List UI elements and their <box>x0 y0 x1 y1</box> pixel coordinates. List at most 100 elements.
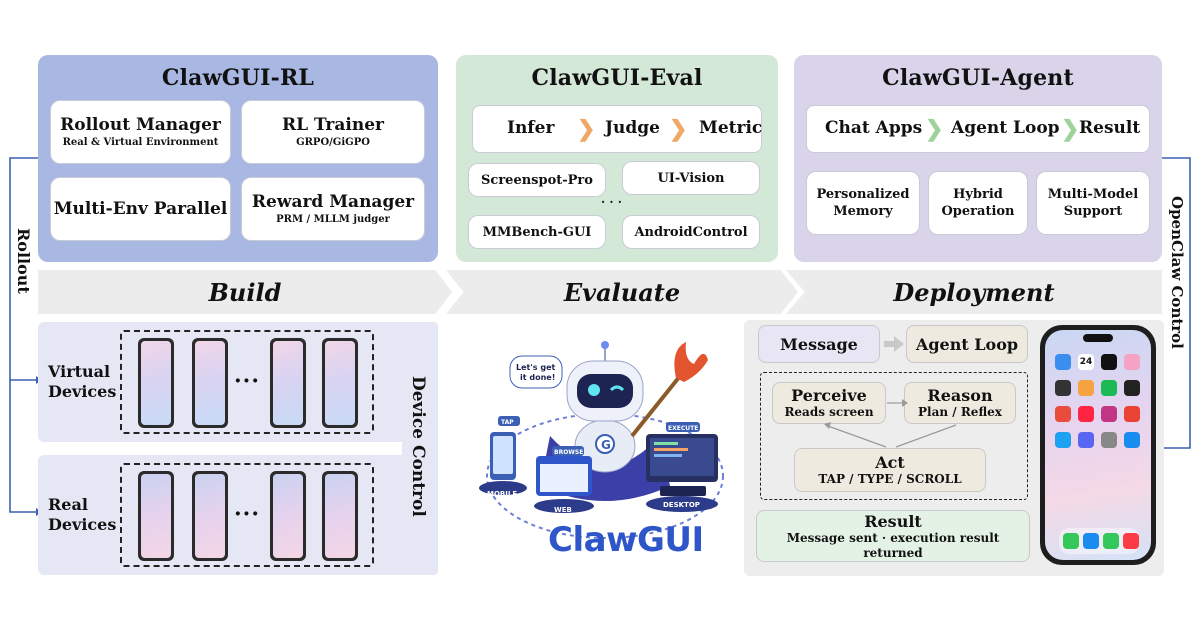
clock-icon <box>1101 354 1117 370</box>
rl-panel: ClawGUI-RL Rollout Manager Real & Virtua… <box>38 55 438 262</box>
rl-title: ClawGUI-RL <box>161 65 315 91</box>
chrome-icon <box>1124 406 1140 422</box>
devices-ellipsis: ··· <box>234 368 260 394</box>
eval-flow: Infer ❯ Judge ❯ Metric <box>472 105 762 153</box>
svg-text:BROWSE: BROWSE <box>554 449 583 456</box>
agent-panel: ClawGUI-Agent Chat Apps ❯ Agent Loop ❯ R… <box>794 55 1162 262</box>
arrow-right-icon <box>884 336 904 352</box>
perceive-label: Perceive <box>791 386 867 405</box>
chat-apps-step: Chat Apps <box>825 118 923 138</box>
multi-env-label: Multi-Env Parallel <box>53 199 228 219</box>
rl-trainer-label: RL Trainer <box>282 115 384 135</box>
feature-line: Operation <box>941 204 1015 219</box>
phone-icon <box>138 338 174 428</box>
clawgui-logo: ClawGUI <box>548 520 704 560</box>
agent-loop-box: Agent Loop <box>906 325 1028 363</box>
device-label-line: Virtual <box>48 362 111 381</box>
xiaohongshu-icon <box>1078 406 1094 422</box>
result-label: Result <box>864 511 922 531</box>
toutiao-icon <box>1055 406 1071 422</box>
device-label-line: Real <box>48 495 88 514</box>
rollout-side-label: Rollout <box>14 228 33 294</box>
phone-icon <box>138 471 174 561</box>
twitter-icon <box>1055 432 1071 448</box>
virtual-devices-group: ··· <box>120 330 374 434</box>
reward-manager-sub: PRM / MLLM judger <box>276 214 390 225</box>
feature-hybrid-operation: Hybrid Operation <box>928 171 1028 235</box>
device-label-line: Devices <box>48 515 117 534</box>
real-devices-row: Real Devices ··· <box>38 455 438 575</box>
svg-text:WEB: WEB <box>554 506 572 514</box>
result-box: Result Message sent · execution result r… <box>756 510 1030 562</box>
device-control-label: Device Control <box>408 376 428 517</box>
feature-line: Hybrid <box>953 187 1003 202</box>
benchmark-ellipsis: · · · <box>601 195 622 209</box>
feature-line: Personalized <box>816 187 910 202</box>
agent-loop-label: Agent Loop <box>915 334 1019 354</box>
app-store-icon <box>1124 432 1140 448</box>
real-devices-label: Real Devices <box>48 495 116 535</box>
svg-text:it done!: it done! <box>520 373 555 382</box>
agent-loop-group <box>760 372 1028 500</box>
stage-deployment-label: Deployment <box>893 277 1055 307</box>
chevron-right-icon: ❯ <box>925 116 944 142</box>
discord-icon <box>1078 432 1094 448</box>
agent-flow: Chat Apps ❯ Agent Loop ❯ Result <box>806 105 1150 153</box>
rl-trainer-box: RL Trainer GRPO/GiGPO <box>241 100 425 164</box>
reason-box: Reason Plan / Reflex <box>904 382 1016 424</box>
stage-deployment: Deployment <box>786 270 1162 314</box>
photos-icon <box>1124 354 1140 370</box>
benchmark-ui-vision: UI-Vision <box>622 161 760 195</box>
perceive-box: Perceive Reads screen <box>772 382 886 424</box>
real-devices-group: ··· <box>120 463 374 567</box>
virtual-devices-row: Virtual Devices ··· <box>38 322 438 442</box>
stage-evaluate: Evaluate <box>446 270 798 314</box>
devices-ellipsis: ··· <box>234 501 260 527</box>
chatgpt-icon <box>1124 380 1140 396</box>
spotify-icon <box>1101 380 1117 396</box>
chevron-right-icon: ❯ <box>1061 116 1080 142</box>
settings-icon <box>1101 432 1117 448</box>
phone-icon <box>192 471 228 561</box>
feature-line: Support <box>1063 204 1123 219</box>
feature-multi-model: Multi-Model Support <box>1036 171 1150 235</box>
multi-env-box: Multi-Env Parallel <box>50 177 231 241</box>
mascot-illustration: G Let's get it done! MOBILE WEB DESKTOP … <box>479 341 724 539</box>
phone-icon <box>322 338 358 428</box>
perceive-sub: Reads screen <box>784 405 874 419</box>
reason-sub: Plan / Reflex <box>918 405 1002 419</box>
rl-trainer-sub: GRPO/GiGPO <box>296 137 370 148</box>
reward-manager-label: Reward Manager <box>251 192 415 212</box>
smartphone: 24 <box>1040 325 1156 565</box>
message-box: Message <box>758 325 880 363</box>
files-icon <box>1055 354 1071 370</box>
infer-step: Infer <box>507 118 555 138</box>
device-control-bar: Device Control <box>402 322 438 575</box>
music-icon <box>1123 533 1139 549</box>
reason-label: Reason <box>927 386 993 405</box>
svg-text:G: G <box>601 438 611 452</box>
mascot-bubble-text: Let's get <box>516 363 555 372</box>
agent-loop-step: Agent Loop <box>951 118 1060 138</box>
phone-icon <box>270 471 306 561</box>
instagram-icon <box>1101 406 1117 422</box>
stage-evaluate-label: Evaluate <box>563 277 681 307</box>
result-sub: Message sent · execution result returned <box>786 530 1000 560</box>
dynamic-island <box>1083 334 1113 342</box>
stage-build-label: Build <box>208 277 282 307</box>
svg-text:MOBILE: MOBILE <box>487 490 517 498</box>
loop-arrows <box>824 399 957 448</box>
svg-text:TAP: TAP <box>501 419 514 426</box>
reward-manager-box: Reward Manager PRM / MLLM judger <box>241 177 425 241</box>
rollout-manager-sub: Real & Virtual Environment <box>62 137 219 148</box>
phone-icon <box>192 338 228 428</box>
act-label: Act <box>875 453 905 472</box>
rollout-manager-label: Rollout Manager <box>60 115 221 135</box>
benchmark-androidcontrol: AndroidControl <box>622 215 760 249</box>
eval-title: ClawGUI-Eval <box>531 65 703 91</box>
openclaw-connector <box>1158 157 1191 449</box>
safari-icon <box>1083 533 1099 549</box>
camera-icon <box>1055 380 1071 396</box>
svg-text:DESKTOP: DESKTOP <box>663 501 700 509</box>
device-label-line: Devices <box>48 382 117 401</box>
